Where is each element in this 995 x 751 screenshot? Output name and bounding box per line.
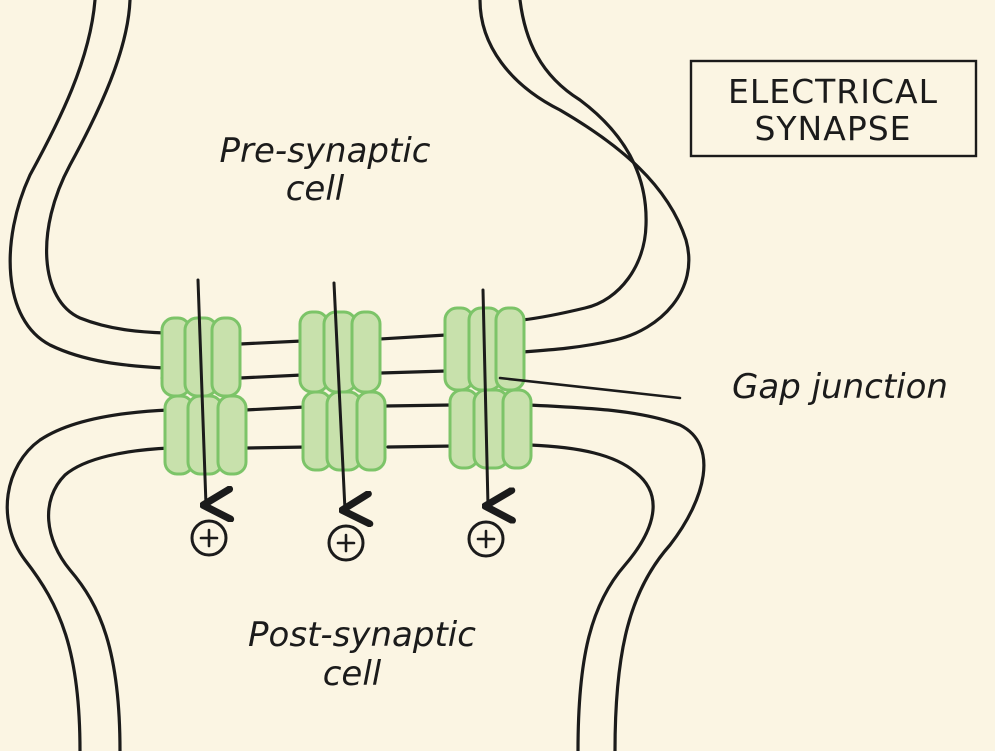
pre-synaptic-label-line-2: cell <box>286 169 345 209</box>
post-membrane-segment <box>383 403 454 408</box>
title-line-1: ELECTRICAL <box>728 72 938 111</box>
post-membrane-segment <box>246 445 310 450</box>
gap-junction-pointer-line <box>498 376 682 400</box>
post-synaptic-membrane-inner-right <box>528 443 655 751</box>
post-synaptic-membrane-inner <box>46 446 172 751</box>
title-box <box>689 59 978 158</box>
pre-synaptic-membrane-outer-right <box>478 0 691 354</box>
positive-ion-1 <box>190 519 228 557</box>
pre-synaptic-membrane-inner-right <box>518 0 648 322</box>
pre-membrane-segment <box>378 369 448 375</box>
pre-synaptic-membrane-inner <box>45 0 167 335</box>
pre-membrane-segment <box>378 333 448 341</box>
post-membrane-segment <box>243 405 307 412</box>
pre-synaptic-membrane-outer <box>8 0 167 370</box>
positive-ion-3 <box>467 520 505 558</box>
ion-flow-arrow-3 <box>481 288 488 506</box>
post-membrane-segment <box>386 444 457 449</box>
ion-flow-arrow-2 <box>332 281 345 510</box>
title-line-2: SYNAPSE <box>754 109 911 148</box>
post-synaptic-membrane-outer-right <box>526 403 706 751</box>
pre-membrane-segment <box>238 339 304 346</box>
pre-synaptic-label-line-1: Pre-synaptic <box>220 131 431 171</box>
gap-junction-label: Gap junction <box>732 367 948 407</box>
post-synaptic-label-line-1: Post-synaptic <box>248 615 476 655</box>
gap-junction-channel-2 <box>298 310 387 472</box>
post-synaptic-membrane-outer <box>5 408 172 751</box>
positive-ion-2 <box>327 524 365 562</box>
ion-flow-arrow-1 <box>196 278 206 505</box>
post-synaptic-label-line-2: cell <box>323 654 382 694</box>
gap-junction-channel-1 <box>160 316 248 476</box>
pre-membrane-segment <box>238 373 304 380</box>
